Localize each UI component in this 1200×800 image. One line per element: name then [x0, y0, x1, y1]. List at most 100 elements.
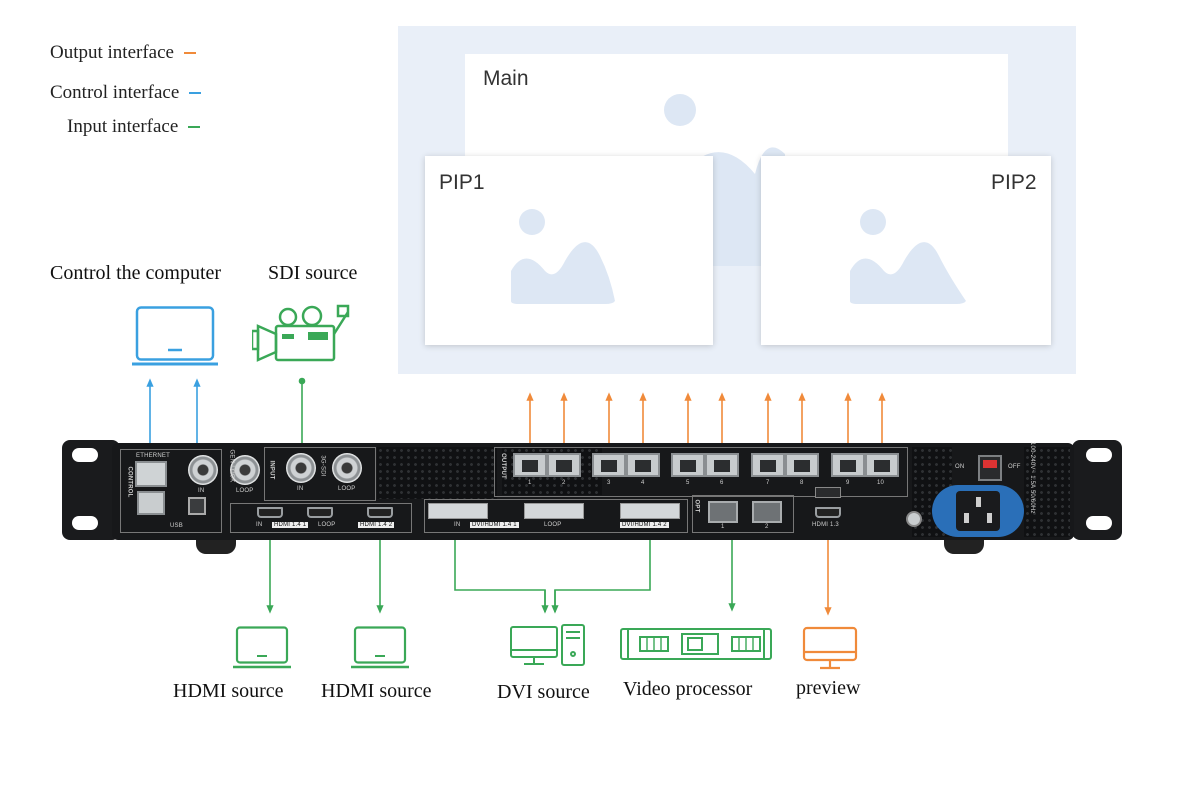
ground-screw-icon — [906, 511, 922, 527]
vent-a — [377, 447, 497, 499]
laptop-icon — [132, 306, 218, 366]
power-switch[interactable] — [978, 455, 1002, 481]
output-port-8[interactable] — [785, 453, 819, 477]
sdi-in-port[interactable] — [286, 453, 316, 483]
genlock-loop-port[interactable] — [230, 455, 260, 485]
hdmi1-label: HDMI 1.4 1 — [272, 522, 309, 528]
output-port-num-2: 2 — [562, 480, 566, 486]
hdmi-source-2-laptop-icon — [351, 626, 409, 669]
dvi1-loop-port[interactable] — [524, 503, 584, 519]
output-port-num-3: 3 — [607, 480, 611, 486]
hdmi1-in-port[interactable] — [257, 507, 283, 518]
hdmi1-loop-port[interactable] — [307, 507, 333, 518]
sdi-in-label: IN — [297, 486, 304, 492]
output-port-num-8: 8 — [800, 480, 804, 486]
device-foot-left — [196, 540, 236, 554]
hdmi1-in-label: IN — [256, 522, 263, 528]
dvi1-in-port[interactable] — [428, 503, 488, 519]
rack-ear-left — [62, 440, 120, 540]
pip1-window-label: PIP1 — [439, 171, 485, 194]
pip1-image-placeholder-icon — [511, 209, 615, 304]
output-port-num-1: 1 — [528, 480, 532, 486]
legend-output: Output interface — [50, 42, 196, 64]
legend-control-label: Control interface — [50, 82, 180, 103]
dvi-loop-label: LOOP — [544, 522, 562, 528]
legend-input: Input interface — [67, 116, 201, 138]
output-label: OUTPUT — [499, 453, 506, 479]
output-port-num-4: 4 — [641, 480, 645, 486]
output-port-9[interactable] — [831, 453, 865, 477]
opt-section-frame — [692, 495, 794, 533]
output-section-frame — [494, 447, 908, 497]
output-port-3[interactable] — [592, 453, 626, 477]
hdmi-out-label: HDMI 1.3 — [812, 522, 839, 528]
output-port-num-6: 6 — [720, 480, 724, 486]
sdi-loop-label: LOOP — [338, 486, 356, 492]
control-section-frame — [120, 449, 222, 533]
usb-a-port[interactable] — [137, 491, 165, 515]
dvi-source-desktop-icon — [510, 624, 585, 666]
sdi-loop-port[interactable] — [332, 453, 362, 483]
output-port-1[interactable] — [513, 453, 547, 477]
opt-port-num-2: 2 — [765, 524, 769, 530]
output-port-num-9: 9 — [846, 480, 850, 486]
video-processor-caption: Video processor — [623, 678, 753, 700]
power-inlet[interactable] — [932, 485, 1024, 537]
vent-d — [1024, 447, 1070, 537]
legend-output-label: Output interface — [50, 42, 174, 63]
genlock-label: GEN-LOCK — [228, 449, 235, 483]
main-window-label: Main — [483, 67, 529, 90]
legend-input-label: Input interface — [67, 116, 179, 137]
hdmi-source-1-laptop-icon — [233, 626, 291, 669]
input-section-frame — [264, 447, 376, 501]
device-foot-right — [944, 540, 984, 554]
pip1-window: PIP1 — [425, 156, 713, 345]
dvi2-in-port[interactable] — [620, 503, 680, 519]
power-off-label: OFF — [1008, 464, 1021, 470]
usb-b-port[interactable] — [188, 497, 206, 515]
output-port-7[interactable] — [751, 453, 785, 477]
usb-label: USB — [170, 523, 183, 529]
hdmi-input-frame — [230, 503, 412, 533]
pip2-window: PIP2 — [761, 156, 1051, 345]
dvi1-label: DVI/HDMI 1.4 1 — [470, 522, 519, 528]
pip2-image-placeholder-icon — [850, 209, 966, 304]
sdi-label: 3G-SDI — [319, 455, 326, 477]
genlock-in-port[interactable] — [188, 455, 218, 485]
main-window-gap — [712, 219, 762, 266]
hdmi2-label: HDMI 1.4 2 — [358, 522, 395, 528]
output-port-num-7: 7 — [766, 480, 770, 486]
opt-port-num-1: 1 — [721, 524, 725, 530]
power-on-label: ON — [955, 464, 965, 470]
output-port-num-5: 5 — [686, 480, 690, 486]
genlock-in-label: IN — [198, 488, 205, 494]
dvi-source-caption: DVI source — [497, 681, 590, 703]
output-port-num-10: 10 — [877, 480, 885, 486]
output-port-6[interactable] — [705, 453, 739, 477]
output-port-10[interactable] — [865, 453, 899, 477]
hdmi-out-port[interactable] — [815, 507, 841, 518]
computer-caption: Control the computer — [50, 262, 222, 284]
hdmi-out-top-port[interactable] — [815, 487, 841, 498]
legend-control-swatch — [189, 92, 202, 94]
rack-ear-right — [1072, 440, 1122, 540]
legend-control: Control interface — [50, 82, 202, 104]
hdmi1-loop-label: LOOP — [318, 522, 336, 528]
output-port-2[interactable] — [547, 453, 581, 477]
output-port-4[interactable] — [626, 453, 660, 477]
opt-port-1[interactable] — [708, 501, 738, 523]
dvi2-label: DVI/HDMI 1.4 2 — [620, 522, 669, 528]
power-rating-label: 100-240V~ 1.5A 50/60Hz — [1029, 442, 1035, 514]
opt-port-2[interactable] — [752, 501, 782, 523]
video-processor-icon — [620, 628, 772, 660]
dvi-in-label: IN — [454, 522, 461, 528]
hdmi2-in-port[interactable] — [367, 507, 393, 518]
ethernet-port[interactable] — [135, 461, 167, 487]
dvi-input-frame — [424, 499, 688, 533]
preview-monitor-icon — [802, 626, 858, 670]
input-label: INPUT — [268, 460, 275, 480]
opt-label: OPT — [693, 499, 700, 513]
output-port-5[interactable] — [671, 453, 705, 477]
pip2-window-label: PIP2 — [991, 171, 1037, 194]
preview-caption: preview — [796, 677, 861, 699]
